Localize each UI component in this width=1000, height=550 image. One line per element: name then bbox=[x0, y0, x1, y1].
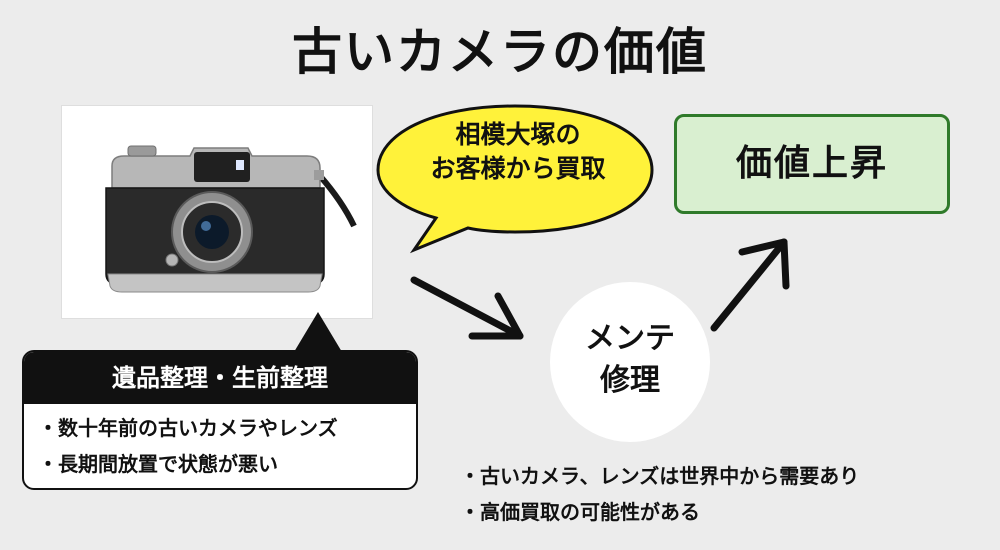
info-box-list: ・数十年前の古いカメラやレンズ ・長期間放置で状態が悪い bbox=[38, 410, 338, 482]
list-item: ・長期間放置で状態が悪い bbox=[38, 452, 278, 476]
shutter-button bbox=[127, 145, 157, 157]
maintenance-circle-text: メンテ 修理 bbox=[550, 318, 710, 402]
info-box: 遺品整理・生前整理 ・数十年前の古いカメラやレンズ ・長期間放置で状態が悪い bbox=[22, 312, 418, 490]
maintenance-circle bbox=[550, 282, 710, 442]
arrow-down-right bbox=[410, 276, 524, 340]
info-box-pointer bbox=[294, 312, 342, 352]
camera-illustration bbox=[105, 145, 357, 293]
arrow-up-right-head bbox=[738, 238, 790, 290]
speech-bubble-shape bbox=[376, 104, 654, 254]
list-item: ・数十年前の古いカメラやレンズ bbox=[38, 416, 338, 440]
arrow-down-right-head bbox=[468, 292, 524, 340]
speech-bubble-line-1: 相模大塚の bbox=[455, 120, 581, 149]
camera-strap bbox=[317, 174, 357, 228]
maintenance-line-1: メンテ bbox=[585, 321, 675, 356]
viewfinder-glint bbox=[236, 160, 244, 170]
camera-photo bbox=[62, 106, 372, 318]
camera-viewfinder bbox=[194, 152, 250, 182]
camera-dial bbox=[165, 253, 179, 267]
info-box-heading: 遺品整理・生前整理 bbox=[24, 352, 416, 404]
speech-bubble-text: 相模大塚の お客様から買取 bbox=[392, 118, 644, 186]
value-increase-box: 価値上昇 bbox=[674, 114, 950, 214]
maintenance-line-2: 修理 bbox=[600, 363, 660, 398]
lens-reflection bbox=[201, 221, 211, 231]
camera-bottom-plate bbox=[107, 273, 323, 293]
notes-list: ・古いカメラ、レンズは世界中から需要あり ・高価買取の可能性がある bbox=[460, 458, 859, 530]
speech-bubble-line-2: お客様から買取 bbox=[430, 154, 606, 183]
page-title: 古いカメラの価値 bbox=[292, 23, 708, 81]
arrow-up-right bbox=[710, 238, 788, 332]
list-item: ・古いカメラ、レンズは世界中から需要あり bbox=[460, 464, 860, 488]
speech-bubble bbox=[376, 104, 654, 254]
list-item: ・高価買取の可能性がある bbox=[460, 500, 700, 524]
strap-eyelet bbox=[314, 170, 324, 180]
